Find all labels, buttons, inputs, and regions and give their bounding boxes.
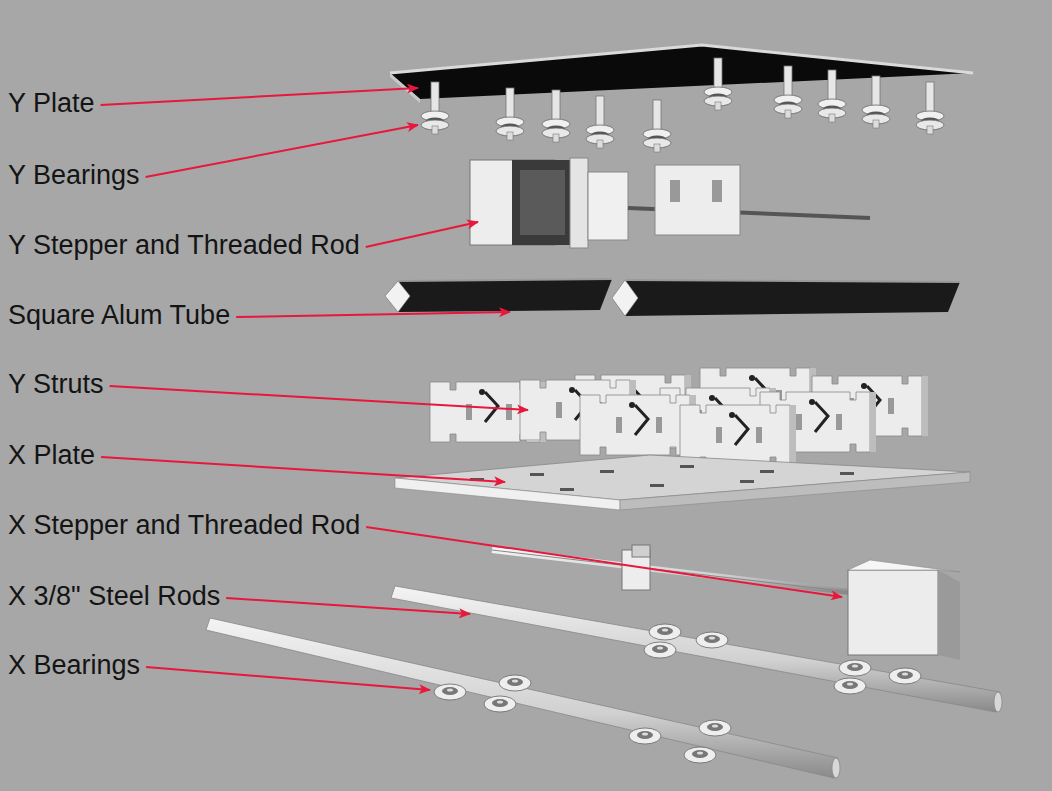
leader-arrow xyxy=(146,667,430,690)
part-label: X Stepper and Threaded Rod xyxy=(8,509,360,541)
leader-arrow xyxy=(146,125,418,177)
leader-arrow xyxy=(101,88,418,105)
part-label: X 3/8" Steel Rods xyxy=(8,580,220,612)
leader-arrow xyxy=(236,312,510,317)
part-label: Y Bearings xyxy=(8,159,140,191)
part-label: Y Stepper and Threaded Rod xyxy=(8,229,360,261)
part-label: Y Plate xyxy=(8,87,95,119)
leader-arrow xyxy=(101,457,505,482)
part-label: Y Struts xyxy=(8,368,104,400)
leader-arrow xyxy=(110,386,528,410)
part-label: Square Alum Tube xyxy=(8,299,230,331)
part-label: X Plate xyxy=(8,439,95,471)
leader-arrow xyxy=(366,222,478,247)
leader-arrow xyxy=(366,527,842,597)
leader-arrow xyxy=(226,598,470,614)
part-label: X Bearings xyxy=(8,649,140,681)
